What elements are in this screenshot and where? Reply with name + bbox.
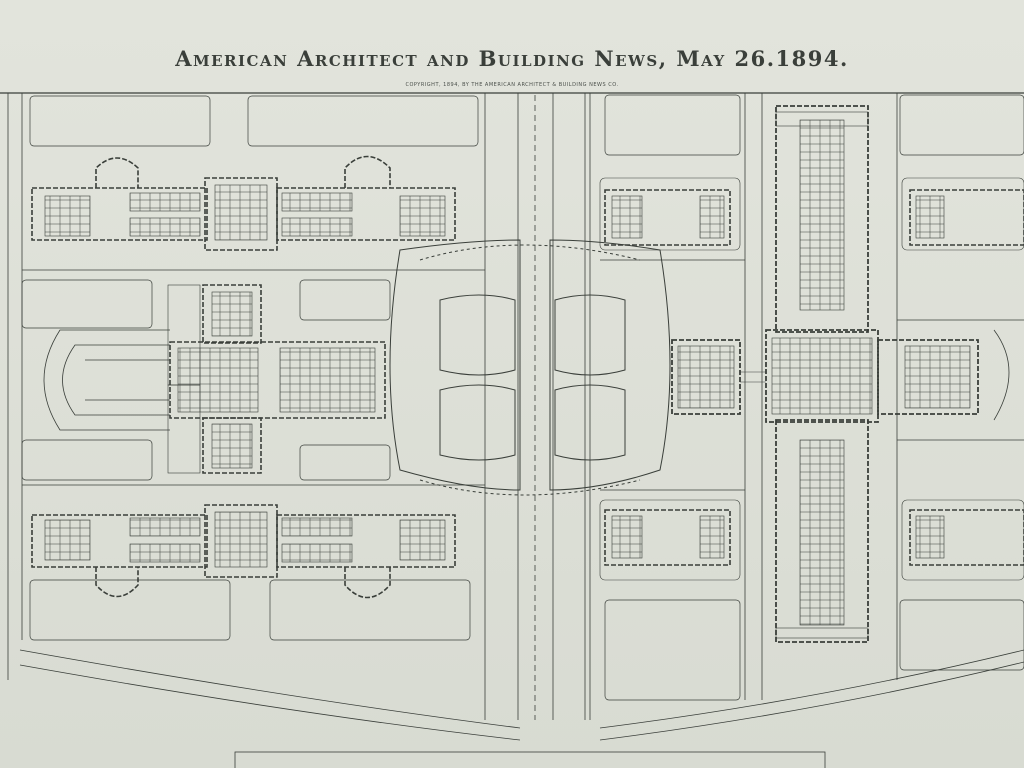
right-main-building [671,105,979,643]
left-top-wing [31,155,456,251]
copyright-line: COPYRIGHT, 1894, BY THE AMERICAN ARCHITE… [405,82,619,88]
lawn-plots [21,94,1024,701]
plate-title: American Architect and Building News, Ma… [175,46,849,71]
left-bottom-wing [31,504,456,599]
left-center-block [169,284,386,474]
central-circus [389,239,671,496]
right-cottages [604,189,1024,566]
road-network [7,93,1024,741]
